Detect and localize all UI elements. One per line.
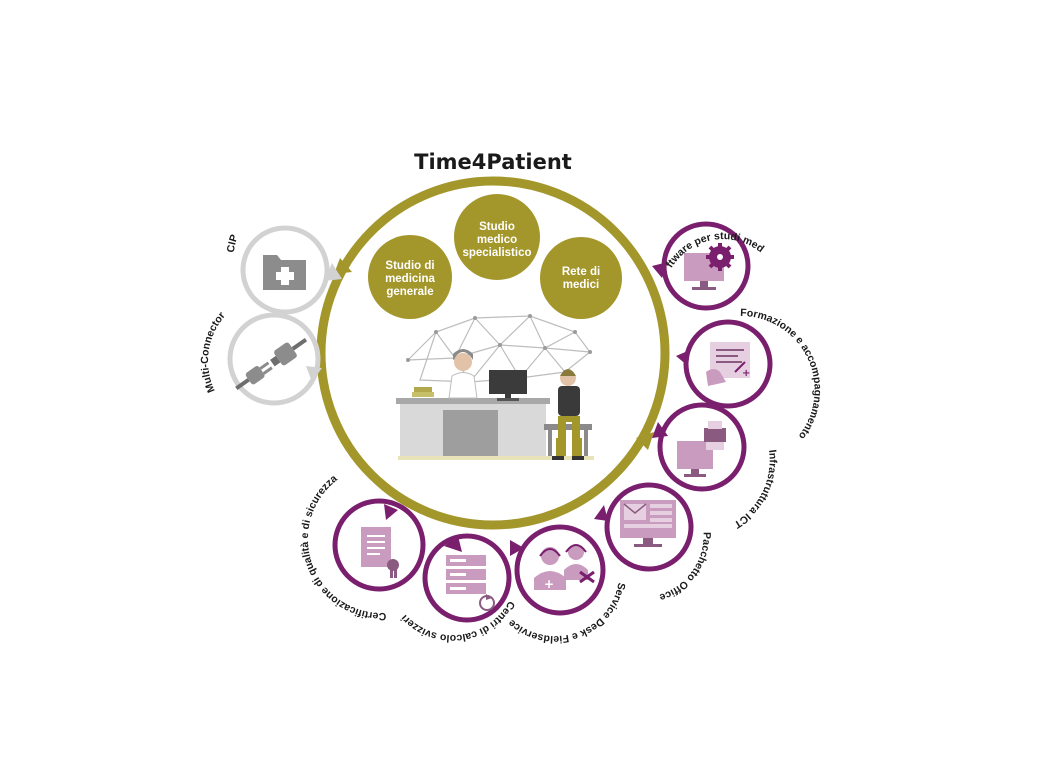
- plug-connector-icon: [235, 337, 308, 391]
- server-rack-icon: [446, 555, 495, 611]
- main-ring: [316, 176, 670, 530]
- ring-arrow-icon: [334, 258, 654, 450]
- computer-printer-icon: [677, 421, 726, 477]
- monitor-gear-icon: [684, 243, 734, 290]
- link-cip[interactable]: [240, 225, 342, 315]
- service-datacenter[interactable]: [422, 533, 512, 623]
- service-software[interactable]: [652, 221, 751, 311]
- service-office[interactable]: [594, 482, 694, 572]
- bubble-line: specialistico: [462, 247, 531, 259]
- service-certification[interactable]: [332, 498, 426, 592]
- practice-bubble-specialist: Studio medico specialistico: [454, 194, 540, 280]
- label-cip: CIP: [225, 233, 241, 253]
- service-training[interactable]: +: [676, 319, 773, 409]
- certificate-icon: [361, 527, 399, 578]
- bubble-line: medicina: [385, 273, 435, 285]
- bubble-line: Studio: [479, 221, 515, 233]
- svg-text:+: +: [742, 368, 750, 379]
- doctor-icon: [448, 349, 478, 399]
- bubble-line: medico: [477, 234, 517, 246]
- bubble-line: Studio di: [385, 260, 434, 272]
- office-monitor-icon: [620, 500, 676, 547]
- patient-icon: [544, 369, 592, 460]
- practice-bubble-general: Studio di medicina generale: [368, 235, 452, 319]
- diagram-title: Time4Patient: [414, 150, 572, 174]
- training-document-icon: +: [706, 342, 750, 386]
- link-multi-connector[interactable]: [227, 312, 322, 406]
- label-multi-connector: Multi-Connector: [199, 310, 228, 395]
- svg-text:+: +: [544, 577, 554, 591]
- doctor-patient-scene: [396, 314, 594, 460]
- support-people-icon: +: [534, 544, 595, 591]
- service-infrastructure[interactable]: [652, 402, 747, 492]
- bubble-line: generale: [386, 286, 433, 298]
- desk-monitor-icon: [489, 370, 527, 401]
- bubble-line: medici: [563, 279, 599, 291]
- practice-bubble-network: Rete di medici: [540, 237, 622, 319]
- medical-folder-icon: [263, 255, 306, 290]
- label-software: Software per studi medici: [0, 0, 766, 270]
- bubble-line: Rete di: [562, 266, 600, 278]
- service-desk[interactable]: +: [510, 524, 606, 616]
